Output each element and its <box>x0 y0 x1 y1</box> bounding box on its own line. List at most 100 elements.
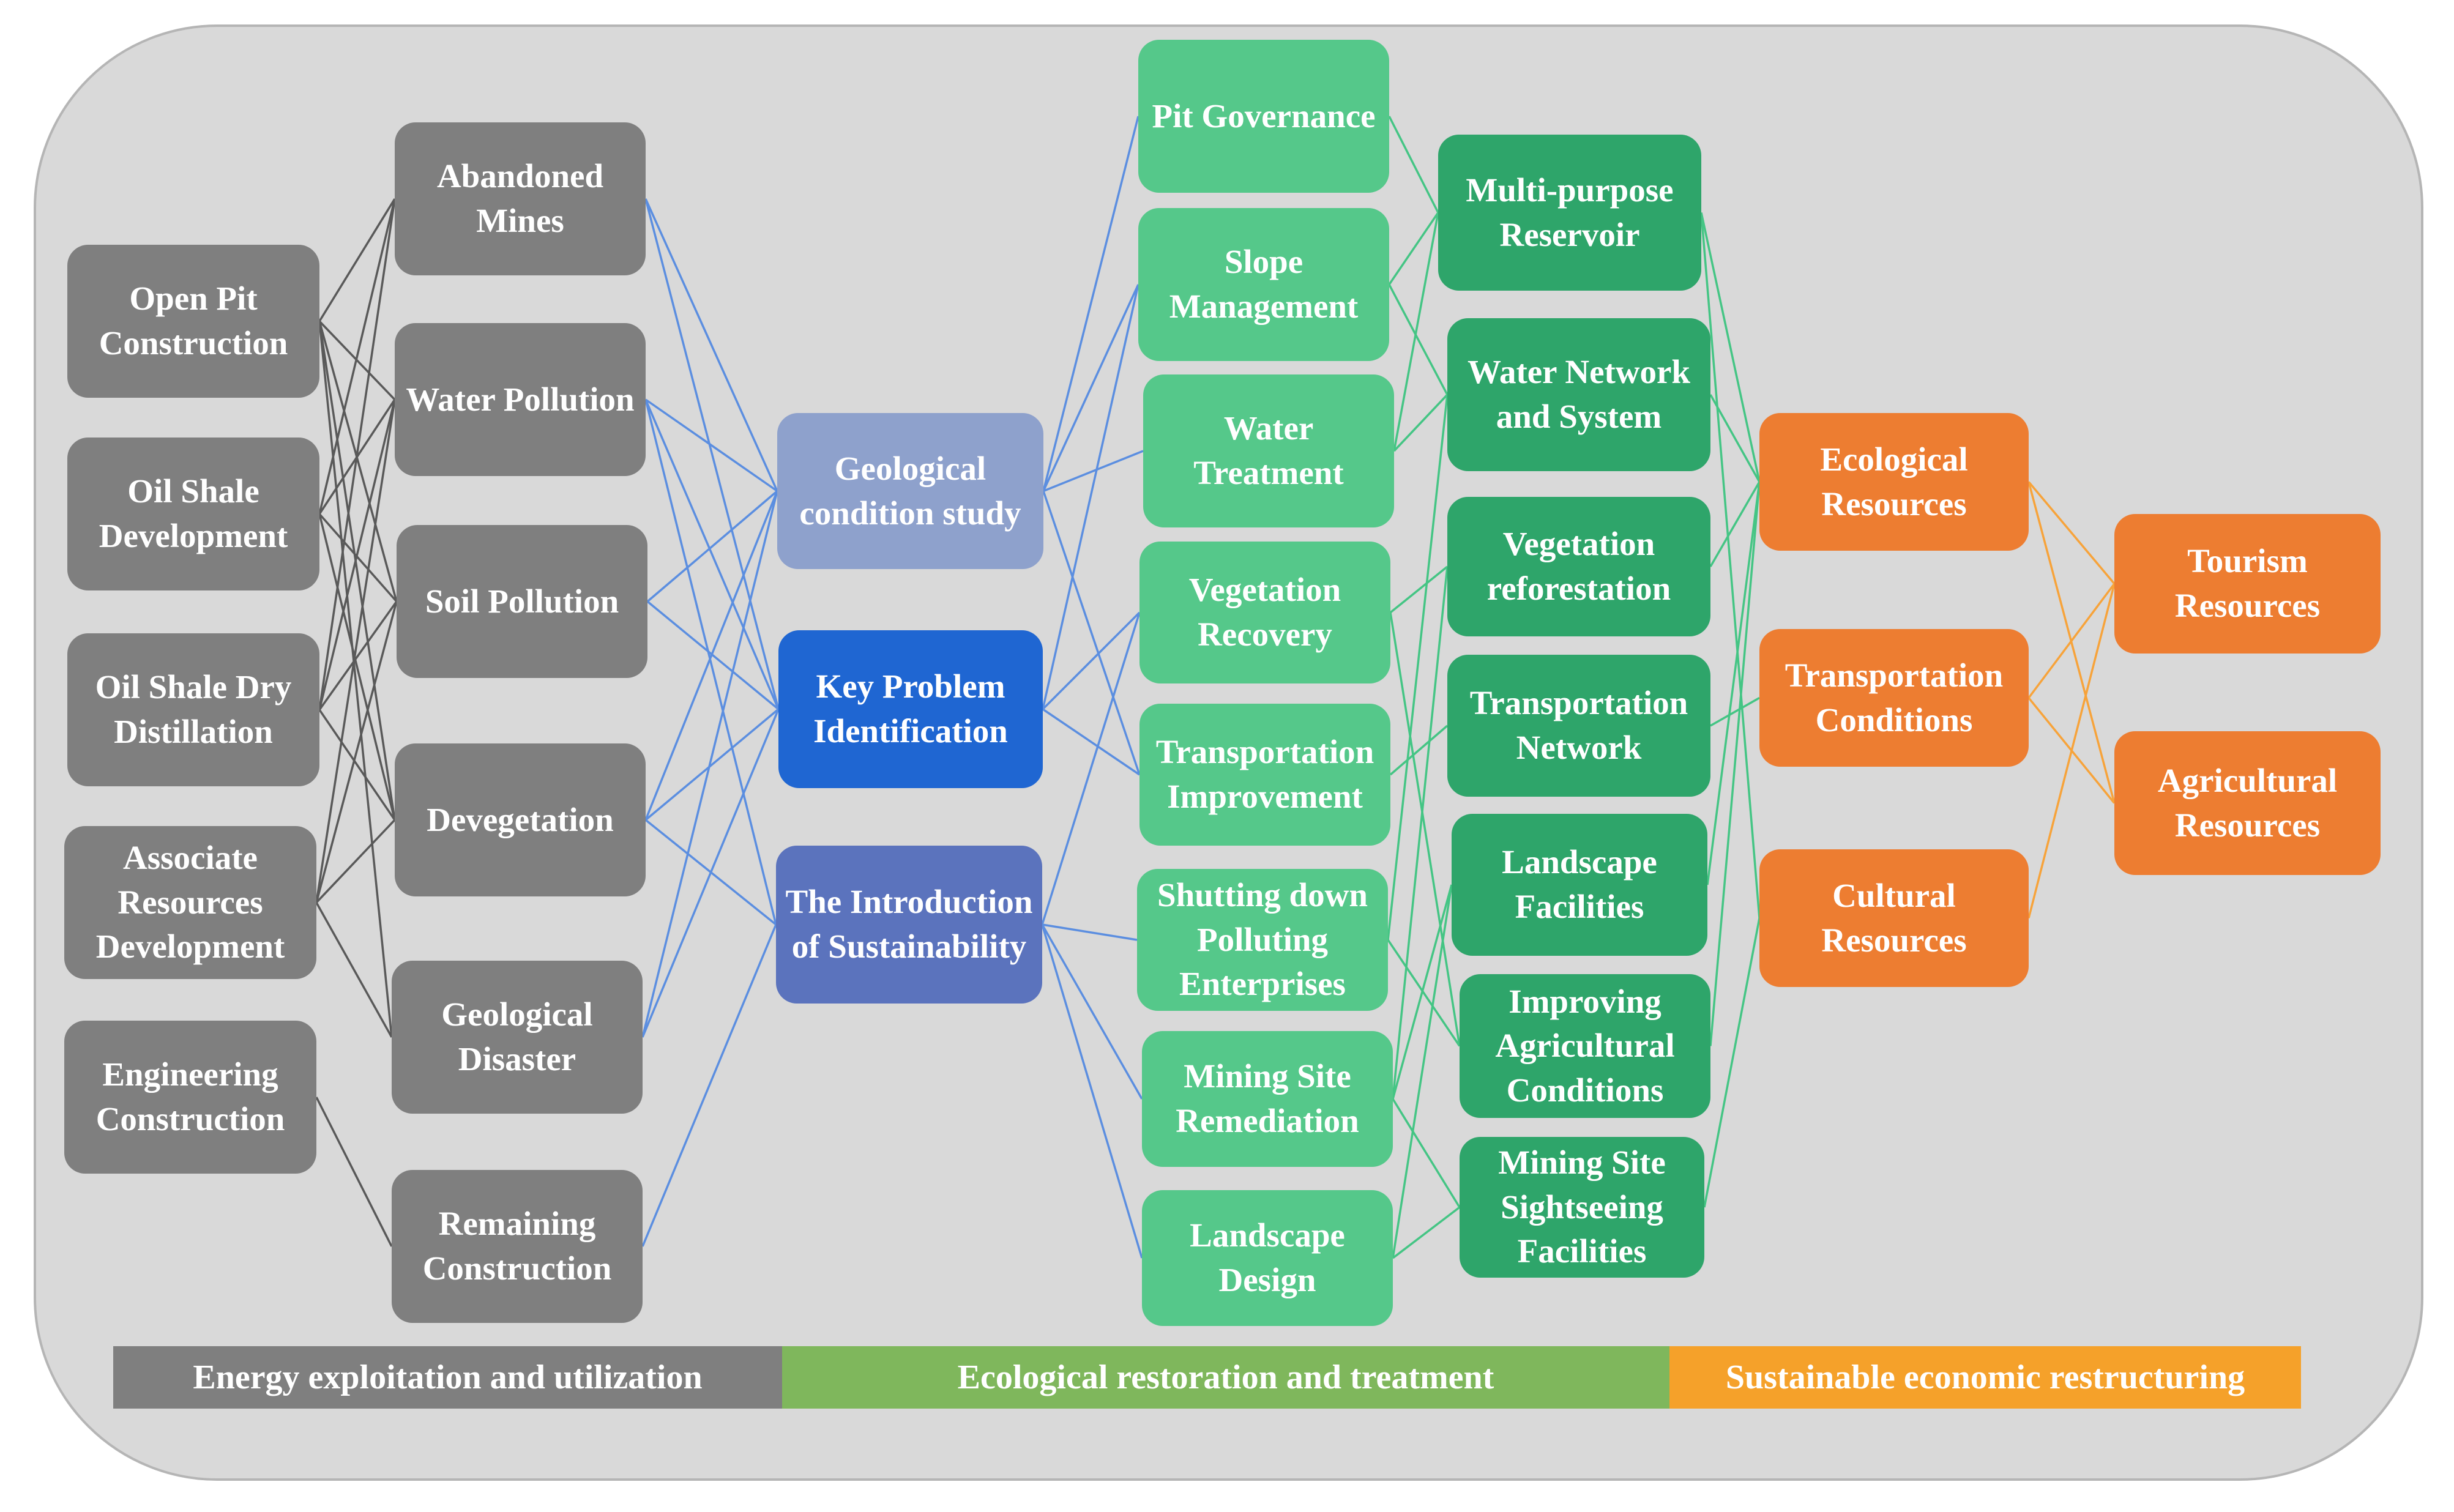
node-mining-site-remediation: Mining Site Remediation <box>1142 1031 1393 1167</box>
node-water-network-and-system: Water Network and System <box>1447 318 1710 471</box>
link-water_poll-to-geo_study <box>645 398 778 492</box>
link-sustain-to-landscape_design <box>1041 924 1143 1259</box>
link-eco_res-to-tourism <box>2027 481 2116 585</box>
link-transport_net-to-transport_cond <box>1710 696 1760 727</box>
link-mining_remed-to-veg_reforest <box>1392 566 1449 1100</box>
link-open_pit-to-devegetation <box>318 321 396 821</box>
link-water_poll-to-sustain <box>644 399 777 925</box>
node-vegetation-recovery: Vegetation Recovery <box>1139 542 1390 683</box>
link-water_treat-to-reservoir <box>1393 212 1439 452</box>
link-abandoned-to-geo_study <box>644 198 778 492</box>
link-landscape_design-to-landscape_fac <box>1392 884 1453 1259</box>
link-agri_cond-to-eco_res <box>1709 482 1761 1046</box>
link-water_network-to-eco_res <box>1709 394 1761 483</box>
link-veg_recovery-to-agri_cond <box>1389 612 1461 1046</box>
link-devegetation-to-geo_study <box>644 490 778 821</box>
link-abandoned-to-key_problem <box>644 198 780 710</box>
link-mining_remed-to-landscape_fac <box>1392 884 1453 1100</box>
node-shutting-down-polluting-enterprises: Shutting down Polluting Enterprises <box>1137 869 1388 1011</box>
node-geological-disaster: Geological Disaster <box>392 961 643 1114</box>
link-associate-to-geo_disaster <box>315 902 393 1038</box>
link-reservoir-to-eco_res <box>1700 212 1761 482</box>
band-ecological-restoration: Ecological restoration and treatment <box>782 1346 1669 1409</box>
link-key_problem-to-transport_impr <box>1042 708 1140 776</box>
link-geo_study-to-pit_gov <box>1042 116 1139 491</box>
node-transportation-network: Transportation Network <box>1447 655 1710 797</box>
link-reservoir-to-cultural <box>1700 212 1761 918</box>
node-geological-condition-study: Geological condition study <box>777 413 1043 569</box>
link-mining_remed-to-sightseeing <box>1392 1098 1461 1208</box>
node-pit-governance: Pit Governance <box>1138 40 1389 193</box>
link-oil_shale_dry-to-water_poll <box>318 399 396 710</box>
node-remaining-construction: Remaining Construction <box>392 1170 643 1323</box>
link-shutting-to-agri_cond <box>1387 939 1461 1047</box>
link-water_poll-to-key_problem <box>644 399 780 710</box>
node-vegetation-reforestation: Vegetation reforestation <box>1447 497 1710 636</box>
node-water-pollution: Water Pollution <box>395 323 646 476</box>
link-associate-to-soil_poll <box>315 601 398 903</box>
link-veg_reforest-to-eco_res <box>1709 481 1761 567</box>
node-key-problem-identification: Key Problem Identification <box>778 630 1043 788</box>
link-geo_disaster-to-geo_study <box>641 491 778 1038</box>
link-shutting-to-water_network <box>1387 394 1449 940</box>
node-improving-agricultural-conditions: Improving Agricultural Conditions <box>1460 974 1710 1118</box>
node-engineering-construction: Engineering Construction <box>64 1021 316 1174</box>
link-landscape_design-to-sightseeing <box>1392 1206 1461 1259</box>
link-landscape_fac-to-eco_res <box>1706 482 1761 885</box>
link-key_problem-to-veg_recovery <box>1042 611 1141 710</box>
node-soil-pollution: Soil Pollution <box>397 525 647 678</box>
link-oil_shale_dev-to-soil_poll <box>318 513 398 603</box>
node-oil-shale-development: Oil Shale Development <box>67 438 319 590</box>
link-sustain-to-mining_remed <box>1041 924 1143 1100</box>
node-oil-shale-dry-distillation: Oil Shale Dry Distillation <box>67 633 319 786</box>
link-open_pit-to-abandoned <box>318 198 396 322</box>
link-oil_shale_dev-to-devegetation <box>318 513 396 821</box>
link-slope-to-water_network <box>1388 284 1449 395</box>
link-oil_shale_dry-to-abandoned <box>318 198 396 710</box>
node-devegetation: Devegetation <box>395 743 646 896</box>
band-sustainable-economy: Sustainable economic restructuring <box>1669 1346 2301 1409</box>
link-geo_disaster-to-key_problem <box>641 709 780 1038</box>
band-energy-exploitation: Energy exploitation and utilization <box>113 1346 782 1409</box>
link-cultural-to-tourism <box>2027 583 2116 918</box>
node-water-treatment: Water Treatment <box>1143 374 1394 527</box>
link-sustain-to-veg_recovery <box>1041 612 1141 925</box>
link-associate-to-devegetation <box>315 819 396 904</box>
link-remaining-to-sustain <box>641 924 777 1247</box>
link-associate-to-water_poll <box>315 399 396 903</box>
link-geo_study-to-slope <box>1042 284 1139 492</box>
link-geo_study-to-water_treat <box>1043 450 1144 493</box>
link-soil_poll-to-geo_study <box>646 490 778 603</box>
node-landscape-design: Landscape Design <box>1142 1190 1393 1326</box>
link-oil_shale_dry-to-soil_poll <box>318 600 398 711</box>
node-abandoned-mines: Abandoned Mines <box>395 122 646 275</box>
node-agricultural-resources: Agricultural Resources <box>2114 731 2381 875</box>
link-soil_poll-to-key_problem <box>646 600 780 710</box>
link-sightseeing-to-cultural <box>1703 918 1761 1208</box>
link-sustain-to-shutting <box>1042 923 1138 941</box>
node-transportation-improvement: Transportation Improvement <box>1139 704 1390 846</box>
node-cultural-resources: Cultural Resources <box>1759 849 2029 987</box>
link-water_treat-to-water_network <box>1393 393 1449 452</box>
node-associate-resources-development: Associate Resources Development <box>64 826 316 979</box>
node-slope-management: Slope Management <box>1138 208 1389 361</box>
link-oil_shale_dry-to-devegetation <box>318 709 396 821</box>
link-oil_shale_dev-to-abandoned <box>318 198 396 515</box>
link-slope-to-reservoir <box>1388 212 1439 285</box>
node-tourism-resources: Tourism Resources <box>2114 514 2381 654</box>
link-transport_impr-to-transport_net <box>1389 724 1449 776</box>
node-open-pit-construction: Open Pit Construction <box>67 245 319 398</box>
link-open_pit-to-geo_disaster <box>318 321 393 1038</box>
node-landscape-facilities: Landscape Facilities <box>1452 814 1707 956</box>
link-transport_cond-to-tourism <box>2027 583 2116 699</box>
node-ecological-resources: Ecological Resources <box>1759 413 2029 551</box>
link-key_problem-to-slope <box>1042 284 1139 710</box>
link-devegetation-to-key_problem <box>644 708 780 821</box>
link-veg_recovery-to-veg_reforest <box>1389 565 1449 614</box>
node-mining-site-sightseeing-facilities: Mining Site Sightseeing Facilities <box>1460 1137 1704 1278</box>
node-introduction-of-sustainability: The Introduction of Sustainability <box>776 846 1042 1004</box>
node-transportation-conditions: Transportation Conditions <box>1759 629 2029 767</box>
link-open_pit-to-soil_poll <box>318 321 398 602</box>
